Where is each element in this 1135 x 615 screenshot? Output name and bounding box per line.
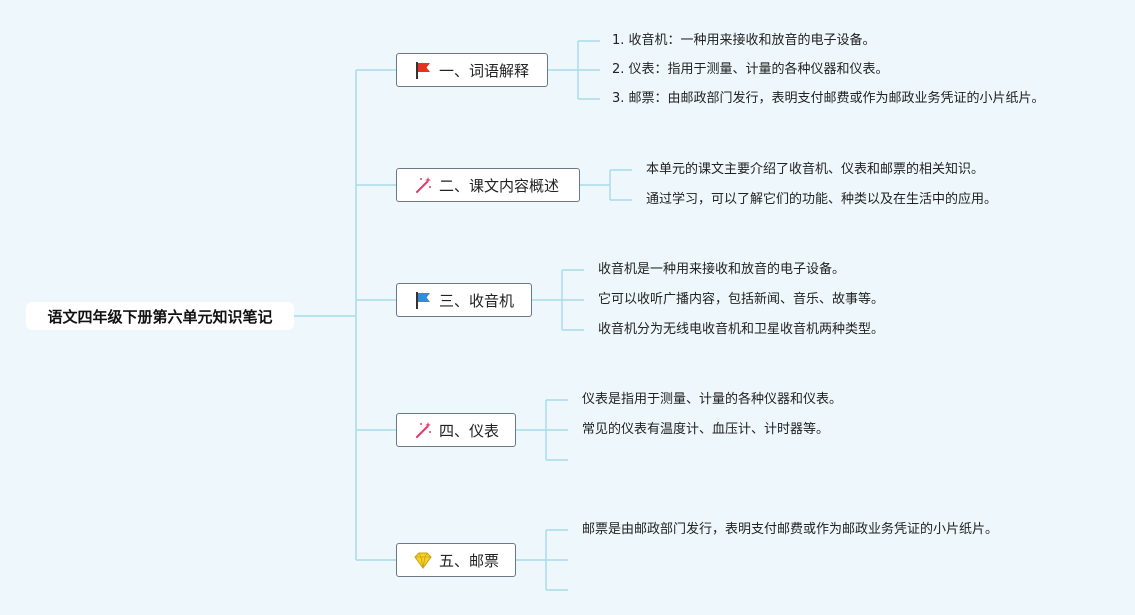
leaf-item: 2. 仪表：指用于测量、计量的各种仪器和仪表。	[612, 62, 889, 77]
leaf-item: 常见的仪表有温度计、血压计、计时器等。	[582, 422, 830, 437]
branch-instruments[interactable]: 四、仪表	[396, 413, 516, 447]
blue-flag-icon	[416, 292, 430, 309]
branch-label: 二、课文内容概述	[439, 176, 560, 195]
red-flag-icon	[416, 62, 430, 79]
root-title: 语文四年级下册第六单元知识笔记	[47, 307, 273, 326]
diamond-icon	[414, 552, 432, 569]
root-node[interactable]: 语文四年级下册第六单元知识笔记	[26, 302, 294, 330]
branch-content-overview[interactable]: 二、课文内容概述	[396, 168, 580, 202]
branch-label: 三、收音机	[439, 291, 515, 310]
branch-word-explanations[interactable]: 一、词语解释	[396, 53, 548, 87]
leaf-item: 通过学习，可以了解它们的功能、种类以及在生活中的应用。	[646, 192, 998, 207]
leaf-item: 收音机分为无线电收音机和卫星收音机两种类型。	[598, 322, 885, 337]
magic-wand-icon	[416, 177, 431, 193]
leaf-item: 邮票是由邮政部门发行，表明支付邮费或作为邮政业务凭证的小片纸片。	[582, 522, 999, 537]
leaf-item: 收音机是一种用来接收和放音的电子设备。	[598, 262, 846, 277]
branch-stamps[interactable]: 五、邮票	[396, 543, 516, 577]
magic-wand-icon	[416, 422, 431, 438]
leaf-item: 本单元的课文主要介绍了收音机、仪表和邮票的相关知识。	[646, 162, 985, 177]
leaf-item: 3. 邮票：由邮政部门发行，表明支付邮费或作为邮政业务凭证的小片纸片。	[612, 91, 1045, 106]
branch-label: 一、词语解释	[439, 61, 530, 80]
branch-label: 四、仪表	[439, 421, 500, 440]
leaf-item: 仪表是指用于测量、计量的各种仪器和仪表。	[582, 392, 843, 407]
leaf-item: 1. 收音机：一种用来接收和放音的电子设备。	[612, 33, 876, 48]
leaf-item: 它可以收听广播内容，包括新闻、音乐、故事等。	[598, 292, 885, 307]
branch-radio[interactable]: 三、收音机	[396, 283, 532, 317]
branch-label: 五、邮票	[439, 551, 500, 570]
